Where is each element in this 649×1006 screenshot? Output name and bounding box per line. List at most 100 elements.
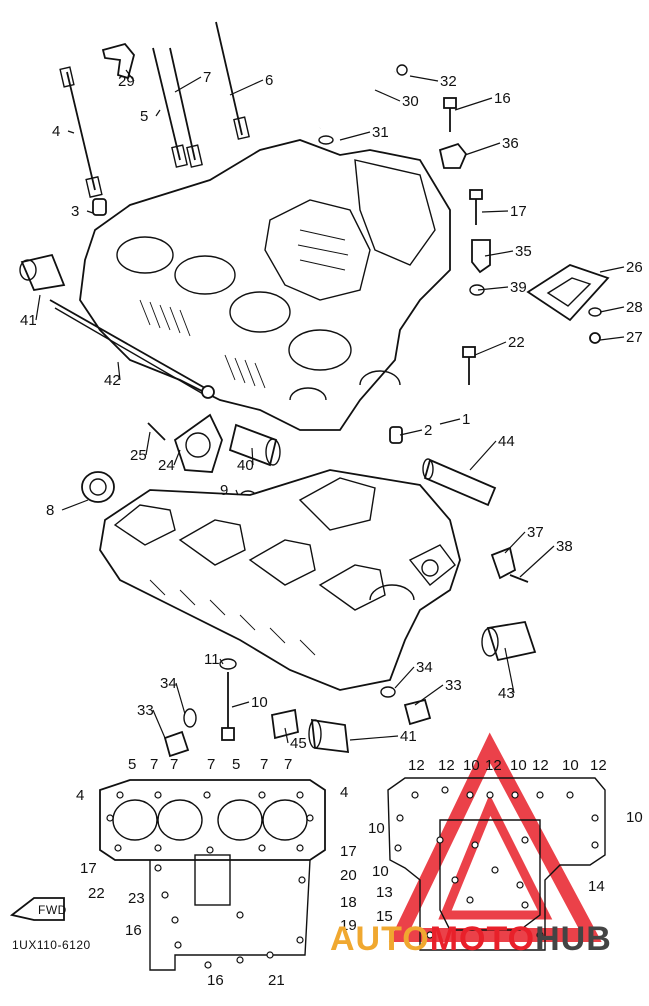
gasket-label-g16a: 16 [125, 922, 142, 939]
sleeve-part-44 [423, 458, 497, 507]
bolt-hole [206, 846, 214, 854]
plug-part-43 [486, 620, 537, 662]
leader-c3 [86, 210, 94, 214]
callout-c6: 6 [265, 72, 273, 89]
callout-c33b: 33 [137, 702, 154, 719]
gasket-label-g18: 18 [340, 894, 357, 911]
bolt-hole [266, 951, 274, 959]
plug-part-33-left [163, 730, 190, 758]
o-ring-part-34-right [380, 686, 396, 698]
crank-bearing-saddle-2 [289, 387, 327, 401]
gasket-label-g21: 21 [268, 972, 285, 989]
stud-part-7-thread [186, 144, 203, 168]
bolt-part-10-head [221, 727, 235, 741]
cylinder-bore-4 [288, 329, 352, 371]
gasket-part-24 [173, 413, 223, 473]
gasket-bore-4 [262, 799, 308, 841]
studs [59, 21, 250, 216]
watermark-inner-triangle [438, 794, 553, 920]
leader-c8 [61, 499, 89, 511]
bolt-hole [536, 931, 544, 939]
callout-c43: 43 [498, 685, 515, 702]
gasket-label-g10a: 10 [463, 757, 480, 774]
callout-c41b: 41 [400, 728, 417, 745]
leader-c30 [374, 89, 401, 102]
bolt-hole [258, 844, 266, 852]
plug-part-33-right [403, 698, 432, 726]
bolt-part-17-head [469, 189, 483, 200]
bolt-hole [116, 791, 124, 799]
gasket-label-g5b: 5 [232, 756, 240, 773]
leader-c2 [399, 429, 423, 436]
fwd-arrow: FWD [9, 897, 66, 921]
leader-c35 [484, 250, 514, 257]
bolt-hole [426, 931, 434, 939]
callout-c33a: 33 [445, 677, 462, 694]
lower-case-journal [298, 477, 376, 531]
bolt-hole [296, 936, 304, 944]
gasket-label-g7a: 7 [150, 756, 158, 773]
oil-pipe-part-42-end [201, 385, 215, 399]
stud-part-7 [169, 47, 196, 161]
callout-c3: 3 [71, 203, 79, 220]
callout-c34a: 34 [416, 659, 433, 676]
gasket-label-g7c: 7 [207, 756, 215, 773]
bolt-hole [306, 814, 314, 822]
lower-case-outline [99, 469, 461, 691]
gasket-label-g7b: 7 [170, 756, 178, 773]
gasket-layout-left [99, 779, 326, 971]
leader-c27 [599, 336, 625, 341]
callout-c4a: 4 [52, 123, 60, 140]
callout-c42: 42 [104, 372, 121, 389]
cover-plate-inner [546, 277, 592, 307]
bolt-hole [536, 791, 544, 799]
callout-c11: 11 [204, 651, 220, 668]
bolt-hole [236, 911, 244, 919]
gasket-bore-1 [112, 799, 158, 841]
callout-c34b: 34 [160, 675, 177, 692]
bolt-hole [566, 791, 574, 799]
leader-c28 [599, 306, 625, 313]
gasket-label-g17a: 17 [80, 860, 97, 877]
lower-crankcase [99, 469, 461, 691]
leader-c22a [474, 341, 507, 356]
gasket-label-g10e: 10 [626, 809, 643, 826]
leader-c42 [117, 361, 121, 381]
bolt-hole [161, 891, 169, 899]
callout-c9: 9 [220, 482, 228, 499]
watermark-triangle-logo [388, 732, 602, 942]
callout-c2: 2 [424, 422, 432, 439]
crank-bearing-saddle-1 [359, 370, 401, 386]
gasket-label-g7e: 7 [284, 756, 292, 773]
leader-c9 [235, 489, 239, 496]
gasket-label-g10f: 10 [372, 863, 389, 880]
callout-c40: 40 [237, 457, 254, 474]
bolt-hole [521, 901, 529, 909]
clamp-part-45 [271, 708, 299, 740]
bolt-hole [491, 866, 499, 874]
watermark-part-moto: MOTO [430, 920, 535, 958]
leader-c44 [469, 440, 497, 471]
leader-c25 [145, 431, 151, 456]
gasket-label-g13: 13 [376, 884, 393, 901]
gasket-label-g14: 14 [588, 878, 605, 895]
bolt-hole [236, 956, 244, 964]
callout-c8: 8 [46, 502, 54, 519]
callout-c26: 26 [626, 259, 643, 276]
stud-part-4-thread [85, 176, 103, 198]
watermark-part-hub: HUB [535, 920, 612, 958]
bolt-hole [511, 791, 519, 799]
callout-c28: 28 [626, 299, 643, 316]
callout-c1: 1 [462, 411, 470, 428]
callout-c24: 24 [158, 457, 175, 474]
oilpan-inner [439, 819, 541, 931]
bolt-hole [441, 786, 449, 794]
bolt-hole [203, 791, 211, 799]
leader-c32 [409, 75, 439, 82]
stud-part-5-thread [171, 144, 188, 168]
stud-part-6-thread [233, 116, 250, 140]
bolt-hole [516, 881, 524, 889]
bolt-hole [258, 791, 266, 799]
